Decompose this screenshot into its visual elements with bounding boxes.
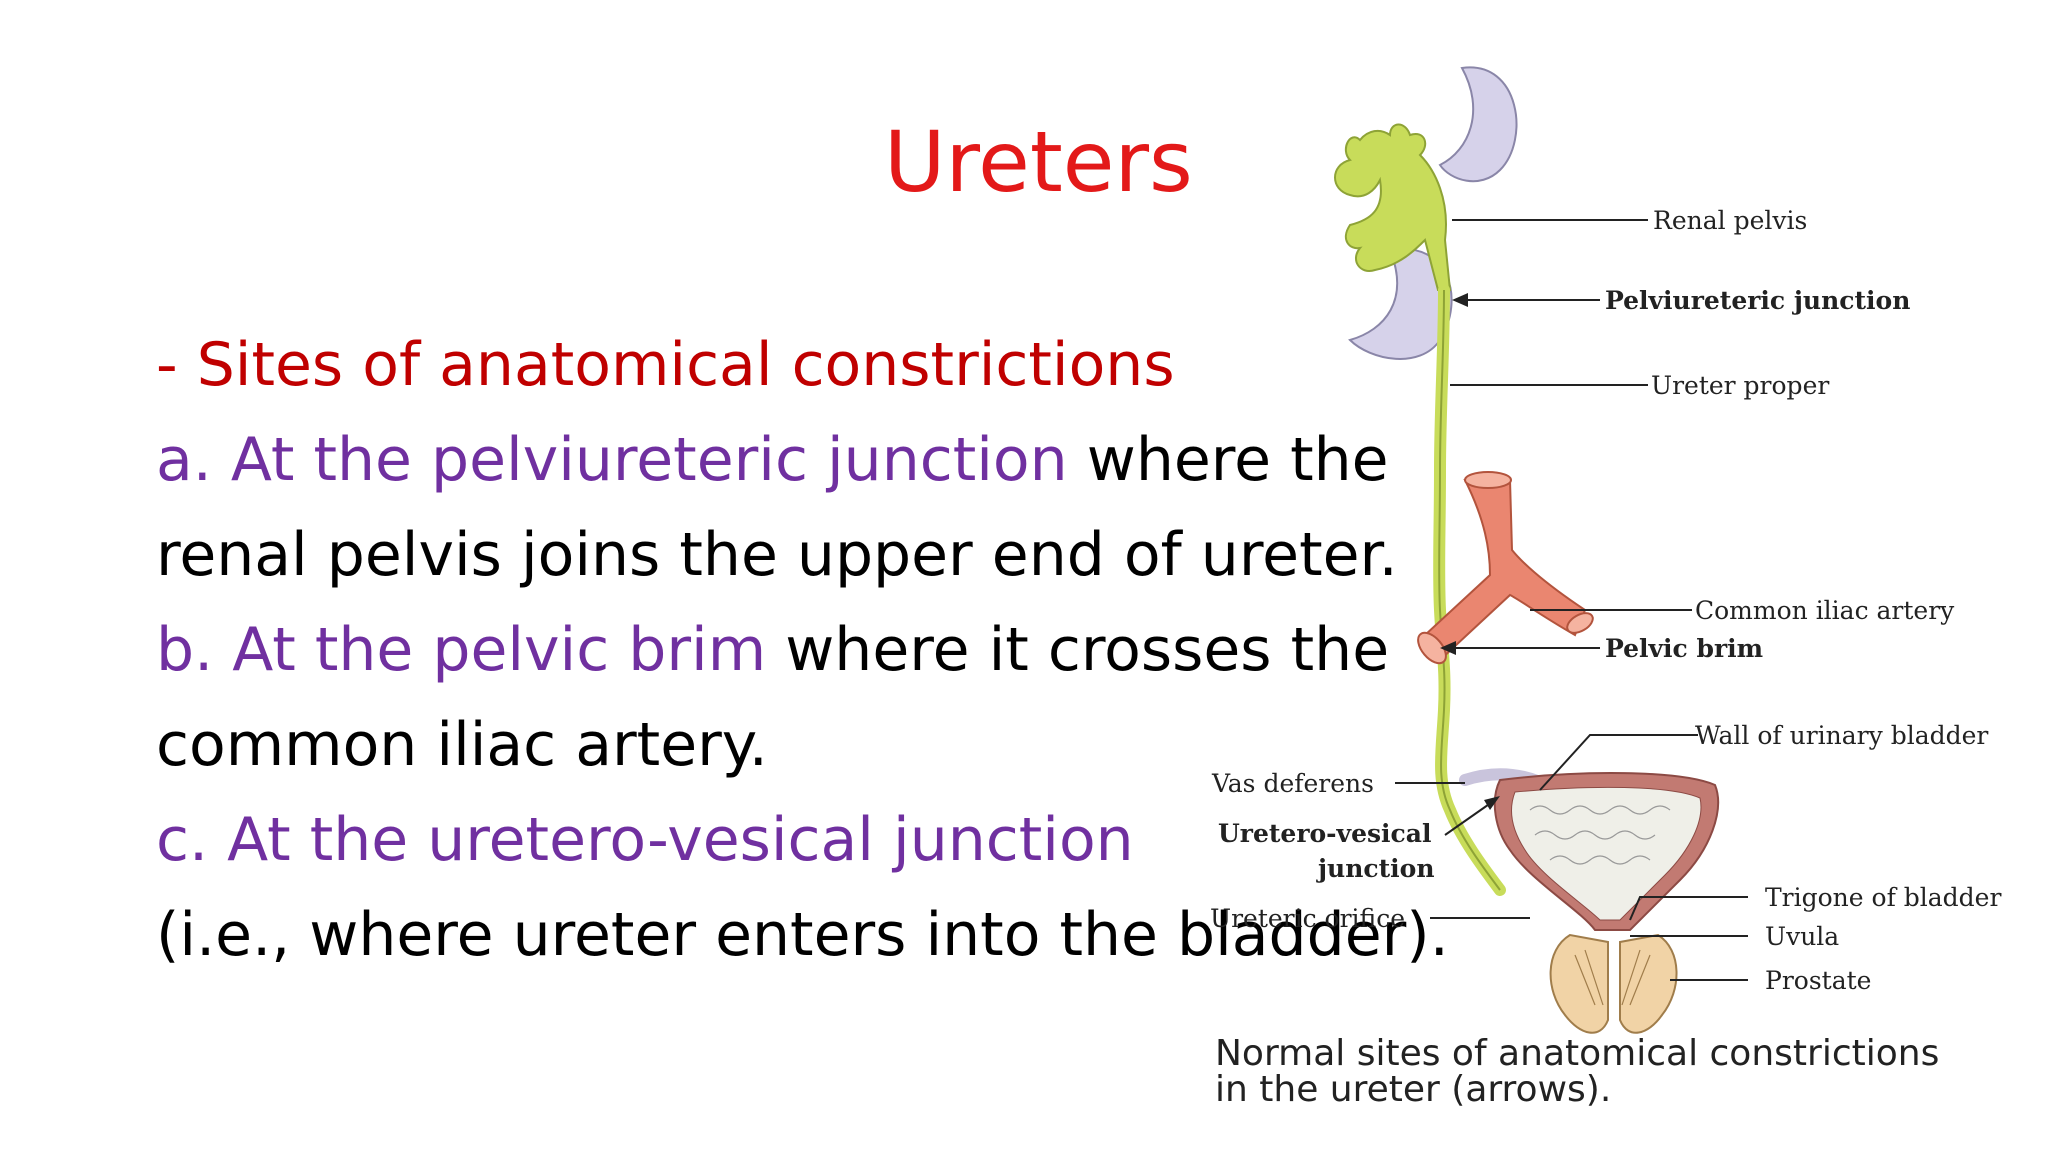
label-trigone-of-bladder: Trigone of bladder (1765, 883, 2002, 912)
leader-wall-of-bladder (1539, 734, 1698, 791)
label-ureter-proper: Ureter proper (1651, 371, 1830, 400)
common-iliac-artery (1423, 479, 1587, 662)
item-b-marker: b. At the pelvic brim (156, 615, 767, 685)
heading-line: - Sites of anatomical constrictions (156, 330, 1175, 400)
bladder-lumen (1511, 786, 1702, 921)
caption-line-1: Normal sites of anatomical constrictions (1215, 1033, 1940, 1074)
anatomy-diagram (1334, 66, 1748, 1034)
kidney-upper-lobe (1438, 66, 1518, 183)
leader-uretero-vesical-junction (1444, 799, 1496, 836)
label-wall-of-urinary-bladder: Wall of urinary bladder (1695, 721, 1989, 750)
item-c-continuation: (i.e., where ureter enters into the blad… (156, 900, 1449, 970)
figure-caption: Normal sites of anatomical constrictions… (1215, 1036, 1939, 1108)
label-uretero-vesical-line1: Uretero-vesical (1218, 819, 1432, 848)
item-a-marker: a. At the pelviureteric junction (156, 425, 1068, 495)
label-uretero-vesical-line2: junction (1318, 854, 1435, 883)
label-renal-pelvis: Renal pelvis (1653, 206, 1808, 235)
item-a-rest: where the (1067, 425, 1389, 495)
arrow-pelvic-brim (1440, 641, 1456, 655)
label-vas-deferens: Vas deferens (1212, 769, 1374, 798)
prostate (1549, 933, 1678, 1034)
caption-line-2: in the ureter (arrows). (1215, 1069, 1612, 1110)
item-a-continuation: renal pelvis joins the upper end of uret… (156, 520, 1398, 590)
label-ureteric-orifice: Ureteric orifice (1210, 904, 1406, 933)
label-prostate: Prostate (1765, 966, 1872, 995)
slide-body: - Sites of anatomical constrictions a. A… (156, 318, 1449, 983)
item-c-line: c. At the uretero-vesical junction (156, 793, 1376, 888)
label-pelviureteric-junction: Pelviureteric junction (1605, 286, 1911, 315)
ureter-anatomy-figure: Renal pelvis Pelviureteric junction Uret… (1200, 50, 2048, 1120)
renal-pelvis-shape (1334, 123, 1452, 291)
leader-trigone (1629, 896, 1748, 921)
arrow-uretero-vesical-junction (1484, 796, 1500, 810)
item-b-line: b. At the pelvic brim where it crosses t… (156, 603, 1389, 698)
item-a-line: a. At the pelviureteric junction where t… (156, 413, 1389, 508)
item-b-continuation: common iliac artery. (156, 710, 768, 780)
label-common-iliac-artery: Common iliac artery (1695, 596, 1955, 625)
item-b-rest: where it crosses the (766, 615, 1390, 685)
item-c-marker: c. At the uretero-vesical junction (156, 805, 1134, 875)
label-uvula: Uvula (1765, 922, 1840, 951)
arrow-pelviureteric-junction (1452, 293, 1468, 307)
slide-title: Ureters (884, 113, 1193, 211)
label-pelvic-brim: Pelvic brim (1605, 634, 1764, 663)
